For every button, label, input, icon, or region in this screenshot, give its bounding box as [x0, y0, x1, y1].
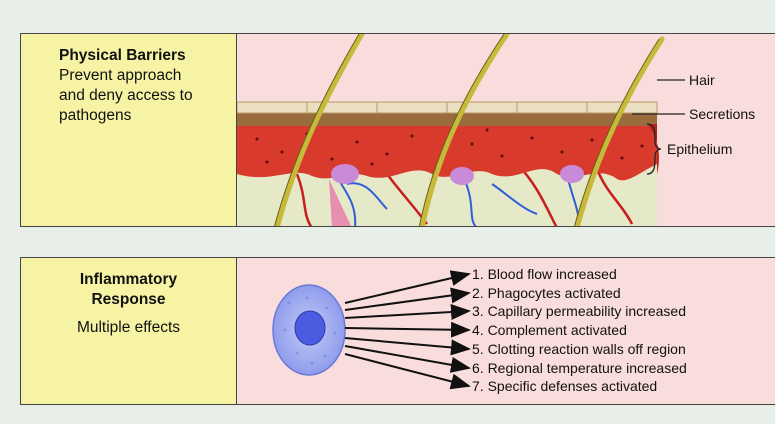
cell-granules	[283, 296, 337, 365]
effect-arrow	[344, 270, 471, 304]
epithelium-bracket	[646, 123, 662, 175]
effect-arrow	[344, 345, 471, 373]
cell-nucleus	[294, 310, 326, 346]
hairs	[274, 34, 665, 226]
inflammatory-response-label-cell: Inflammatory Response Multiple effects	[21, 258, 237, 404]
effect-arrow	[344, 287, 471, 311]
effect-item: 6. Regional temperature increased	[472, 360, 687, 376]
effect-item: 2. Phagocytes activated	[472, 285, 621, 301]
surface-cell-dividers	[306, 102, 588, 113]
physical-barriers-label-cell: Physical Barriers Prevent approach and d…	[21, 34, 237, 226]
effect-arrow	[344, 304, 471, 321]
inflammatory-response-title: Inflammatory Response	[79, 271, 178, 308]
effect-item: 5. Clotting reaction walls off region	[472, 341, 686, 357]
skin-illustration-area: Hair Secretions Epithelium	[237, 34, 775, 226]
hair-follicle-bulb	[450, 167, 474, 185]
hair-follicle-bulb	[331, 164, 359, 184]
hair-follicle-bulb	[560, 165, 584, 183]
effect-item: 4. Complement activated	[472, 322, 627, 338]
hair-label: Hair	[689, 72, 715, 88]
effect-item: 3. Capillary permeability increased	[472, 303, 686, 319]
physical-barriers-panel: Physical Barriers Prevent approach and d…	[20, 33, 775, 227]
effect-item: 1. Blood flow increased	[472, 266, 617, 282]
effect-arrow	[344, 353, 471, 390]
skin-edge	[647, 124, 659, 174]
physical-barriers-description: Prevent approach and deny access to path…	[59, 67, 193, 124]
inflammatory-response-description: Multiple effects	[76, 319, 181, 336]
effect-arrows	[344, 270, 471, 390]
effect-arrow	[344, 337, 471, 356]
epithelium-label: Epithelium	[667, 141, 732, 157]
skin-cross-section-illustration: Hair Secretions Epithelium	[237, 34, 755, 226]
secretions-layer	[237, 112, 657, 126]
hair-outlines	[274, 34, 660, 226]
effect-item: 7. Specific defenses activated	[472, 378, 657, 394]
inflammatory-effects-area: 1. Blood flow increased 2. Phagocytes ac…	[237, 258, 775, 404]
effect-arrow	[344, 321, 471, 338]
physical-barriers-title: Physical Barriers	[59, 47, 186, 64]
secretions-label: Secretions	[689, 106, 755, 122]
inflammatory-effects-diagram: 1. Blood flow increased 2. Phagocytes ac…	[272, 266, 687, 394]
inflammatory-response-panel: Inflammatory Response Multiple effects	[20, 257, 775, 405]
